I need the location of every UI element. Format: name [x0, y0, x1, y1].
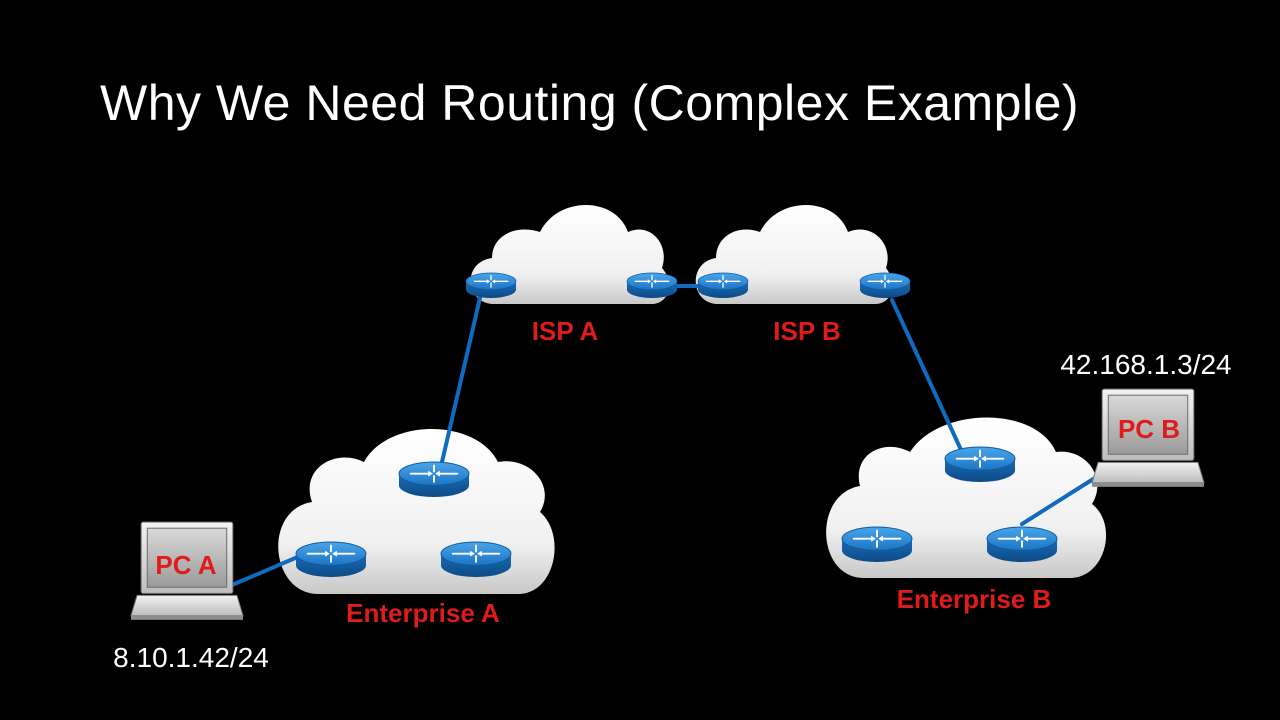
link-enterprise-a-isp-a — [440, 296, 482, 464]
enterprise-b-label: Enterprise B — [897, 584, 1052, 614]
router-enterprise-a-top — [398, 461, 470, 498]
router-isp-a-right — [626, 272, 678, 299]
enterprise-a-label: Enterprise A — [346, 598, 500, 628]
router-isp-a-left — [465, 272, 517, 299]
pc-b-address: 42.168.1.3/24 — [1060, 349, 1231, 380]
link-enterprise-b-pcb — [1020, 474, 1100, 526]
link-isp-b-enterprise-b — [890, 298, 964, 454]
pc-a-address: 8.10.1.42/24 — [113, 642, 269, 673]
router-enterprise-a-right — [440, 541, 512, 578]
slide-title: Why We Need Routing (Complex Example) — [100, 75, 1080, 131]
router-enterprise-b-top — [944, 446, 1016, 483]
link-pca-enterprise-a — [230, 554, 302, 587]
router-enterprise-b-right — [986, 526, 1058, 563]
isp-a-label: ISP A — [532, 316, 599, 346]
isp-a-cloud — [470, 205, 670, 305]
isp-b-label: ISP B — [773, 316, 840, 346]
router-isp-b-right — [859, 272, 911, 299]
router-isp-b-left — [697, 272, 749, 299]
pc-a-label: PC A — [155, 550, 216, 580]
pc-b-label: PC B — [1118, 414, 1180, 444]
router-enterprise-b-left — [841, 526, 913, 563]
router-enterprise-a-left — [295, 541, 367, 578]
